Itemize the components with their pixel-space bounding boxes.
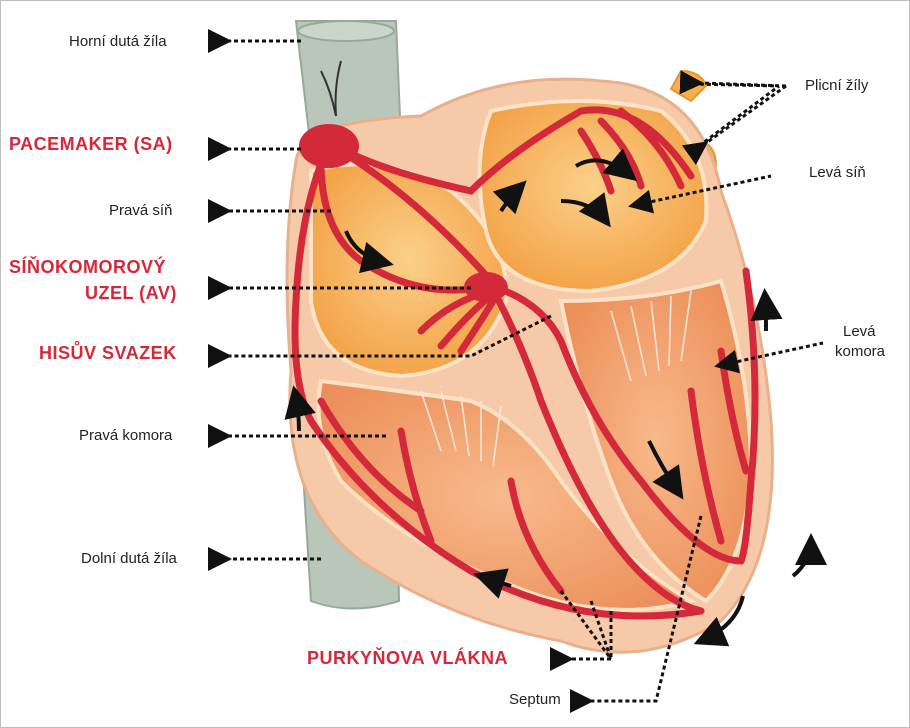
label-purkynova-vlakna: PURKYŇOVA VLÁKNA xyxy=(307,649,508,667)
label-av-line2: UZEL (AV) xyxy=(85,284,177,302)
label-prava-komora: Pravá komora xyxy=(79,427,172,445)
label-pacemaker-sa: PACEMAKER (SA) xyxy=(9,135,173,153)
label-septum: Septum xyxy=(509,691,561,709)
label-leva-komora-line2: komora xyxy=(835,343,885,361)
sa-node xyxy=(299,124,359,168)
label-leva-komora-line1: Levá xyxy=(843,323,876,341)
label-av-line1: SÍŇOKOMOROVÝ xyxy=(9,258,166,276)
label-plicni-zily: Plicní žíly xyxy=(805,77,868,95)
label-hisuv-svazek: HISŮV SVAZEK xyxy=(39,344,177,362)
label-dolni-duta-zila: Dolní dutá žíla xyxy=(81,550,177,568)
label-leva-sin: Levá síň xyxy=(809,164,866,182)
label-prava-sin: Pravá síň xyxy=(109,202,172,220)
label-horni-duta-zila: Horní dutá žíla xyxy=(69,33,167,51)
